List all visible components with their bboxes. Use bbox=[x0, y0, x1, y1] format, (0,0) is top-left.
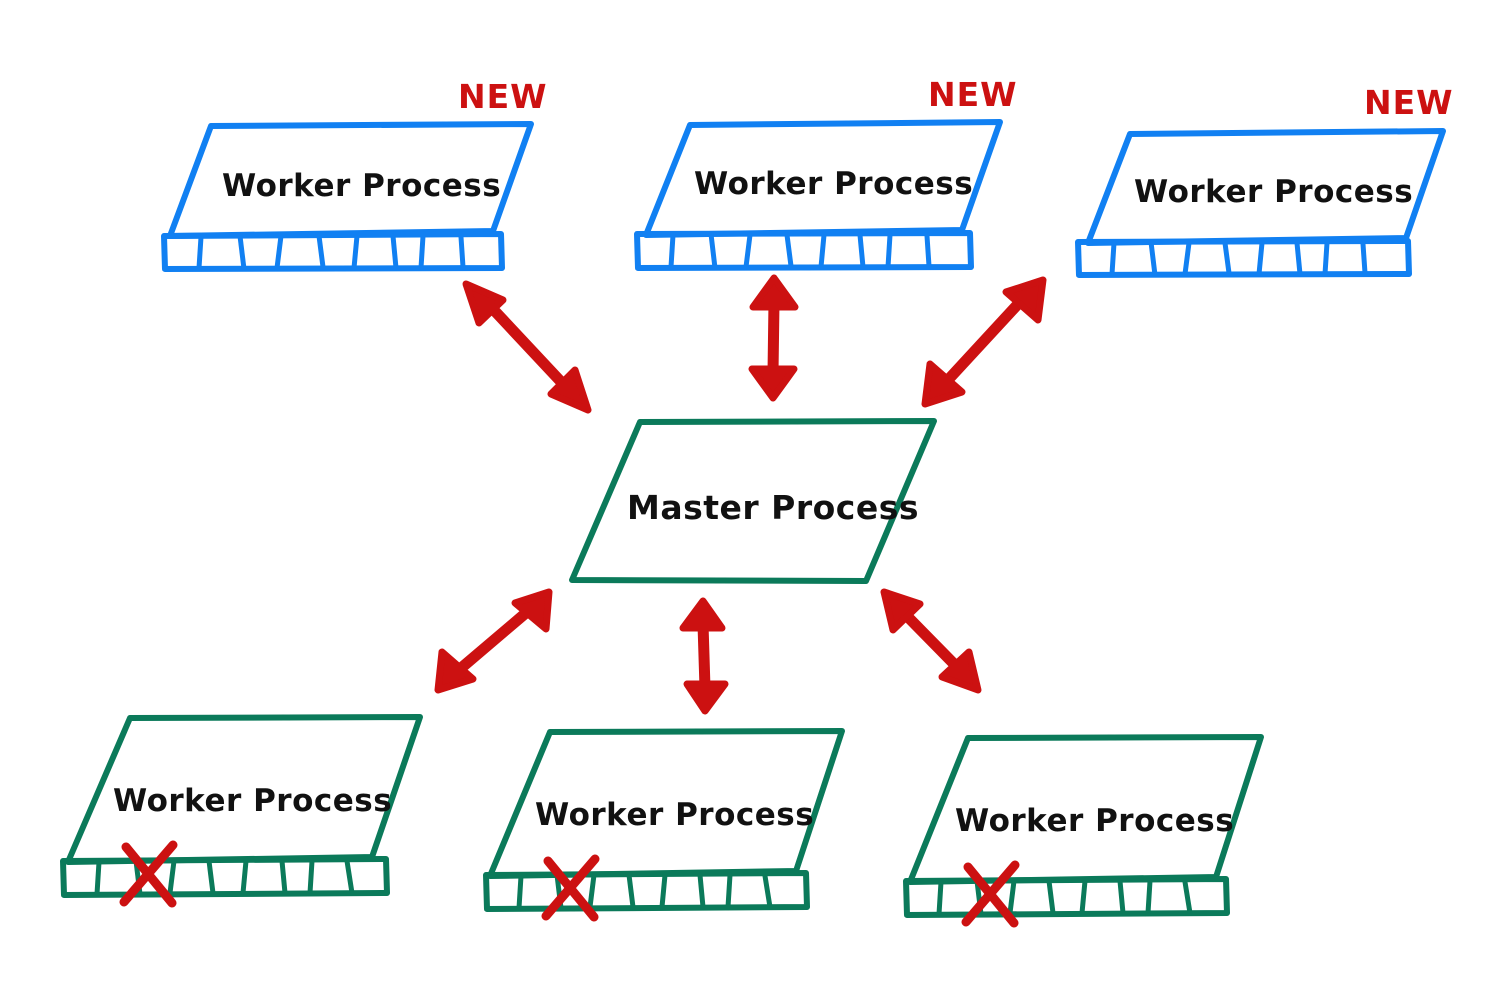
arrow-master-to-top-worker-3 bbox=[921, 276, 1047, 408]
master-process-label: Master Process bbox=[627, 488, 919, 527]
bottom-worker-3-label: Worker Process bbox=[955, 803, 1234, 839]
arrow-master-to-bottom-worker-2 bbox=[679, 597, 729, 715]
bottom-worker-1[interactable]: Worker Process bbox=[60, 714, 423, 908]
master-body-parallelogram bbox=[569, 418, 937, 584]
bottom-worker-1-label: Worker Process bbox=[113, 783, 392, 819]
arrow-master-to-top-worker-1 bbox=[462, 280, 592, 414]
worker-body-parallelogram bbox=[167, 121, 534, 239]
top-worker-1-label: Worker Process bbox=[222, 168, 501, 204]
worker-bar-outline bbox=[903, 876, 1230, 918]
worker-bar-segments bbox=[516, 872, 773, 911]
bottom-worker-2-strike-x-icon bbox=[541, 854, 600, 922]
top-worker-3-label: Worker Process bbox=[1134, 174, 1413, 210]
arrow-master-to-top-worker-2 bbox=[748, 274, 799, 402]
bottom-worker-3-strike-x-icon bbox=[961, 860, 1020, 928]
bottom-worker-1-strike-x-icon bbox=[119, 840, 178, 908]
worker-bar-outline bbox=[60, 856, 390, 898]
worker-bar-segments bbox=[1109, 239, 1368, 278]
top-worker-1[interactable]: Worker Process NEW bbox=[161, 77, 548, 272]
arrow-master-to-bottom-worker-3 bbox=[880, 588, 982, 694]
worker-bar-segments bbox=[668, 231, 932, 271]
top-worker-3-new-badge: NEW bbox=[1364, 83, 1454, 122]
bottom-worker-2[interactable]: Worker Process bbox=[483, 728, 845, 922]
worker-body-parallelogram bbox=[1085, 128, 1446, 246]
master-process[interactable]: Master Process bbox=[569, 418, 937, 584]
top-worker-2-new-badge: NEW bbox=[928, 75, 1018, 114]
top-worker-3[interactable]: Worker Process NEW bbox=[1075, 83, 1454, 278]
top-worker-1-new-badge: NEW bbox=[458, 77, 548, 116]
worker-bar-segments bbox=[196, 233, 466, 272]
worker-bar-outline bbox=[634, 230, 974, 271]
worker-bar-outline bbox=[161, 231, 505, 272]
bottom-worker-3[interactable]: Worker Process bbox=[903, 734, 1264, 928]
top-worker-2[interactable]: Worker Process NEW bbox=[634, 75, 1018, 271]
arrow-master-to-bottom-worker-1 bbox=[434, 588, 553, 694]
top-worker-2-label: Worker Process bbox=[694, 166, 973, 202]
worker-bar-outline bbox=[483, 870, 810, 912]
worker-bar-outline bbox=[1075, 238, 1412, 278]
worker-body-parallelogram bbox=[643, 119, 1003, 238]
bottom-worker-2-label: Worker Process bbox=[535, 797, 814, 833]
